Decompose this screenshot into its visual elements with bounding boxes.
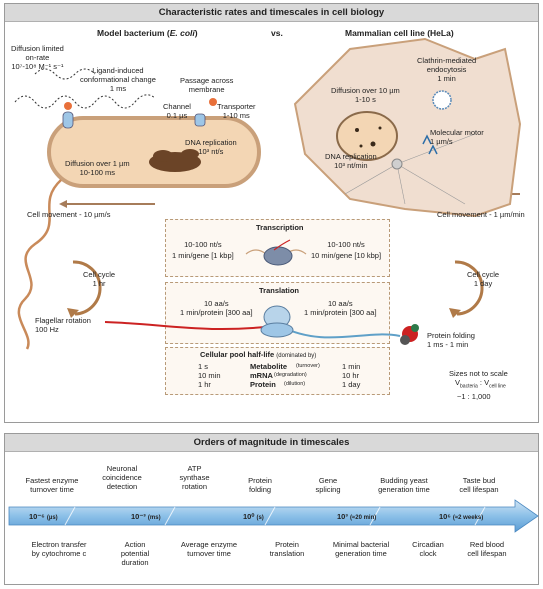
transcription-title: Transcription <box>256 223 304 232</box>
receptor-icon <box>62 102 74 129</box>
translation-strands <box>104 305 419 345</box>
molecular-motor-icon <box>422 134 438 155</box>
bacterium-nucleoid <box>149 149 201 172</box>
cell-cycle-arc-bacterium <box>72 260 102 316</box>
mammal-title: Mammalian cell line (HeLa) <box>345 28 454 38</box>
tick-1e-3: 10⁻³ (ms) <box>131 512 161 521</box>
cell-illustrations <box>14 37 522 350</box>
pool-row-mrna: 10 min mRNA (degradation) 10 hr <box>198 371 360 380</box>
pool-rows: 1 s Metabolite (turnover) 1 min 10 min m… <box>166 362 391 389</box>
pool-halflife-box: Cellular pool half-life (dominated by) 1… <box>165 347 390 395</box>
pool-title: Cellular pool half-life (dominated by) <box>200 350 317 359</box>
channel-icon <box>194 113 206 127</box>
pool-row-metabolite: 1 s Metabolite (turnover) 1 min <box>198 362 361 371</box>
top-panel-title: Characteristic rates and timescales in c… <box>5 4 538 22</box>
tick-1e0: 10⁰ (s) <box>243 512 264 521</box>
bacterium-cell <box>47 116 261 188</box>
scale-note: Sizes not to scale Vbacteria : Vcell lin… <box>449 369 508 401</box>
folded-protein-icon <box>400 324 419 345</box>
cell-movement-mammal: Cell movement - 1 µm/min <box>437 210 525 219</box>
cell-cycle-arc-mammal <box>454 260 484 316</box>
tick-1e6: 10⁶ (≈2 weeks) <box>439 512 484 521</box>
cell-biology-rates-panel: Characteristic rates and timescales in c… <box>4 3 539 423</box>
cell-movement-bacterium: Cell movement - 10 µm/s <box>27 210 111 219</box>
mammalian-cell <box>293 37 522 218</box>
timescales-panel: Orders of magnitude in timescales Fastes… <box>4 433 539 585</box>
tick-1e3: 10³ (≈20 min) <box>337 512 377 521</box>
clathrin-vesicle <box>432 90 452 110</box>
timescale-arrow <box>8 499 539 533</box>
tick-1e-6: 10⁻⁶ (µs) <box>29 512 58 521</box>
vs-label: vs. <box>271 28 283 38</box>
bottom-panel-title: Orders of magnitude in timescales <box>5 434 538 452</box>
mammalian-nucleus <box>336 111 398 161</box>
bacterium-title: Model bacterium (E. coli) <box>97 28 198 38</box>
rna-polymerase-icon <box>245 239 307 266</box>
pool-row-protein: 1 hr Protein (dilution) 1 day <box>198 380 361 389</box>
flagellum <box>17 179 62 350</box>
translation-title: Translation <box>259 286 300 295</box>
